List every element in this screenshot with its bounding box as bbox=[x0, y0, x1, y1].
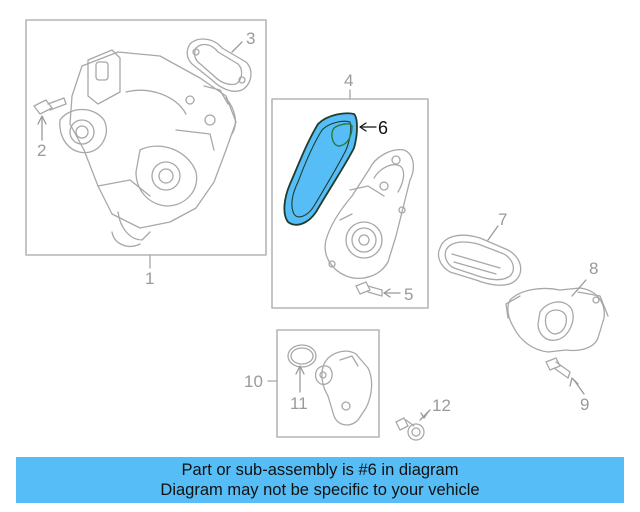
callout-4[interactable]: 4 bbox=[344, 71, 354, 90]
leader-7 bbox=[487, 225, 499, 241]
part-5-bolt[interactable] bbox=[355, 281, 383, 297]
callout-10[interactable]: 10 bbox=[244, 372, 263, 391]
callout-8[interactable]: 8 bbox=[589, 259, 599, 278]
part-6-gasket-highlighted[interactable] bbox=[283, 112, 358, 226]
part-1-housing[interactable] bbox=[59, 49, 237, 247]
part-10-outlet-housing[interactable] bbox=[314, 350, 373, 426]
part-3-gasket[interactable] bbox=[186, 38, 252, 92]
callout-7[interactable]: 7 bbox=[498, 210, 508, 229]
part-8-thermostat-housing[interactable] bbox=[505, 287, 609, 353]
banner-line-1: Part or sub-assembly is #6 in diagram bbox=[181, 461, 459, 479]
callout-3[interactable]: 3 bbox=[246, 29, 256, 48]
group-box-10 bbox=[276, 329, 380, 438]
leader-3 bbox=[231, 41, 243, 53]
leader-8 bbox=[571, 279, 587, 297]
banner-line-2: Diagram may not be specific to your vehi… bbox=[160, 481, 480, 499]
callout-11[interactable]: 11 bbox=[290, 394, 308, 413]
part-7-seal[interactable] bbox=[437, 234, 522, 286]
callout-6[interactable]: 6 bbox=[378, 118, 389, 138]
part-11-o-ring[interactable] bbox=[287, 344, 317, 368]
info-banner: Part or sub-assembly is #6 in diagram Di… bbox=[16, 457, 624, 503]
part-2-bolt[interactable] bbox=[33, 97, 67, 115]
part-9-bolt[interactable] bbox=[545, 357, 571, 379]
group-box-1 bbox=[25, 19, 267, 256]
part-12-bolt[interactable] bbox=[395, 417, 425, 441]
callout-5[interactable]: 5 bbox=[404, 285, 414, 304]
callout-1[interactable]: 1 bbox=[145, 269, 155, 288]
part-4-pump[interactable] bbox=[324, 149, 415, 279]
callout-12[interactable]: 12 bbox=[432, 396, 451, 415]
callout-9[interactable]: 9 bbox=[580, 395, 590, 414]
callout-2[interactable]: 2 bbox=[37, 141, 47, 160]
